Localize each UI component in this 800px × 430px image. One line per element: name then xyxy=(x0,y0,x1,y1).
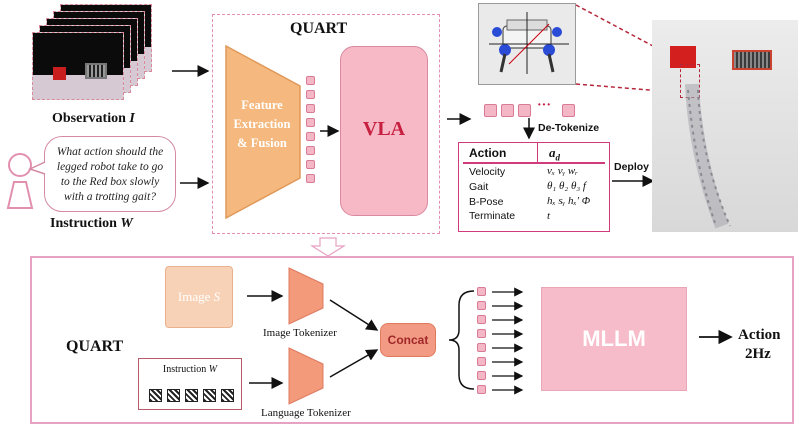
table-col-divider xyxy=(537,143,538,162)
output-token xyxy=(484,104,497,117)
action-rate-label: 2Hz xyxy=(745,346,771,362)
deploy-label: Deploy xyxy=(614,161,650,173)
instruction-input-label: Instruction W xyxy=(162,364,218,375)
robot-image xyxy=(478,3,576,85)
token xyxy=(306,90,315,99)
text-token-icon xyxy=(203,389,216,402)
table-row-name: Terminate xyxy=(469,210,516,222)
image-tokenizer-to-concat xyxy=(329,299,379,331)
output-token xyxy=(518,104,531,117)
instruction-bubble: What action should the legged robot take… xyxy=(44,136,176,212)
token xyxy=(306,132,315,141)
table-row-value: t xyxy=(547,210,551,222)
gate-icon xyxy=(85,63,107,79)
down-arrow xyxy=(309,237,347,257)
table-row-value: θ₁ θ₂ θ₃ f xyxy=(547,180,586,192)
bottom-token xyxy=(477,287,486,296)
token xyxy=(306,76,315,85)
bottom-token xyxy=(477,357,486,366)
token xyxy=(306,118,315,127)
user-icon xyxy=(6,153,34,209)
robot-trajectory xyxy=(685,83,731,229)
text-token-icon xyxy=(167,389,180,402)
red-box-target-icon xyxy=(670,46,696,68)
table-row-value: vₓ vᵧ wᵣ xyxy=(547,165,578,177)
observation-frame-front xyxy=(32,32,124,100)
table-row-name: Velocity xyxy=(469,166,506,178)
vla-label: VLA xyxy=(362,118,406,140)
concat-block: Concat xyxy=(380,323,436,357)
token xyxy=(306,146,315,155)
quadruped-robot-icon xyxy=(489,12,569,74)
text-token-icon xyxy=(221,389,234,402)
table-divider xyxy=(463,162,605,164)
bottom-token xyxy=(477,329,486,338)
vla-block xyxy=(340,46,428,216)
bottom-token xyxy=(477,371,486,380)
concat-brace xyxy=(448,290,475,390)
quart-architecture xyxy=(30,256,794,424)
image-input: Image S xyxy=(165,266,233,328)
feature-label: Feature Extraction & Fusion xyxy=(233,98,291,150)
action-output-label: Action xyxy=(738,327,781,343)
table-header-ad: ad xyxy=(549,145,560,163)
table-row-name: Gait xyxy=(469,181,489,193)
token xyxy=(306,104,315,113)
instruction-input: Instruction W xyxy=(138,358,242,410)
language-tokenizer-block xyxy=(288,347,324,405)
action-table: Action ad Velocity Gait B-Pose Terminate… xyxy=(458,142,610,232)
gate-target-icon xyxy=(732,50,772,70)
instruction-label: Instruction W xyxy=(50,216,133,231)
quart-container xyxy=(212,14,440,234)
observation-label: Observation I xyxy=(52,111,135,126)
token xyxy=(306,174,315,183)
token xyxy=(306,160,315,169)
bottom-token-arrows xyxy=(492,287,524,395)
quart-title: QUART xyxy=(290,20,348,37)
bubble-tail xyxy=(28,161,46,175)
output-token xyxy=(501,104,514,117)
table-row-name: B-Pose xyxy=(469,196,504,208)
detokenize-label: De-Tokenize xyxy=(538,122,600,134)
image-tokenizer-block xyxy=(288,267,324,325)
language-tokenizer-label: Language Tokenizer xyxy=(261,407,351,419)
mllm-block: MLLM xyxy=(541,287,687,391)
table-row-value: hₓ sᵧ hₓ′ Φ xyxy=(547,195,591,207)
simulation-view xyxy=(652,20,798,232)
bottom-token xyxy=(477,315,486,324)
bottom-token xyxy=(477,385,486,394)
red-box-icon xyxy=(53,67,66,80)
table-header-action: Action xyxy=(469,146,507,160)
instruction-text: What action should the legged robot take… xyxy=(56,146,164,203)
image-tokenizer-label: Image Tokenizer xyxy=(263,327,337,339)
text-token-icon xyxy=(149,389,162,402)
language-tokenizer-to-concat xyxy=(329,349,379,378)
quart-label-bottom: QUART xyxy=(66,338,124,355)
output-token xyxy=(562,104,575,117)
bottom-token xyxy=(477,343,486,352)
text-token-icon xyxy=(185,389,198,402)
feature-extraction-block xyxy=(225,44,301,220)
bottom-token xyxy=(477,301,486,310)
ellipsis: ··· xyxy=(537,98,552,113)
